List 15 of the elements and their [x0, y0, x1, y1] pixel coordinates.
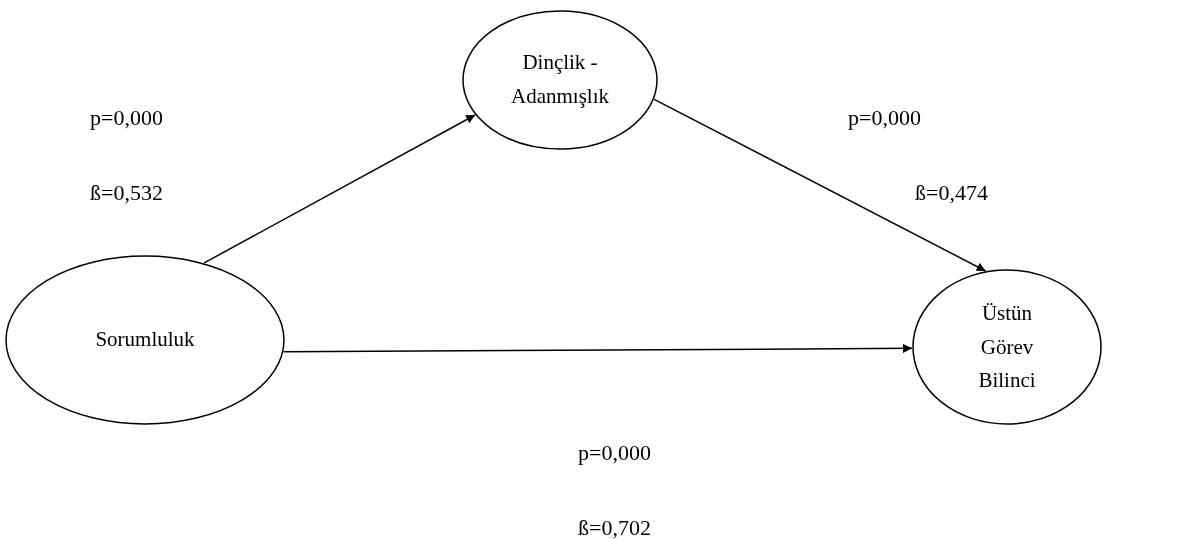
coefficient-label: p=0,000 — [90, 105, 163, 131]
coefficient-label: p=0,000 — [578, 440, 651, 466]
node-label: Sorumluluk — [94, 326, 196, 354]
coefficient-label: ß=0,532 — [90, 180, 163, 206]
arrow — [653, 98, 987, 272]
node-label: Dinçlik - Adanmışlık — [510, 49, 610, 110]
ellipse-node — [912, 269, 1102, 425]
coefficient-label: ß=0,702 — [578, 515, 651, 539]
ellipse-node — [462, 10, 658, 150]
node-label: Üstün Görev Bilinci — [977, 299, 1037, 394]
arrow — [203, 114, 476, 264]
arrow — [282, 343, 913, 353]
coefficient-label: p=0,000 — [848, 105, 921, 131]
ellipse-node — [5, 255, 285, 425]
coefficient-label: ß=0,474 — [915, 180, 988, 206]
